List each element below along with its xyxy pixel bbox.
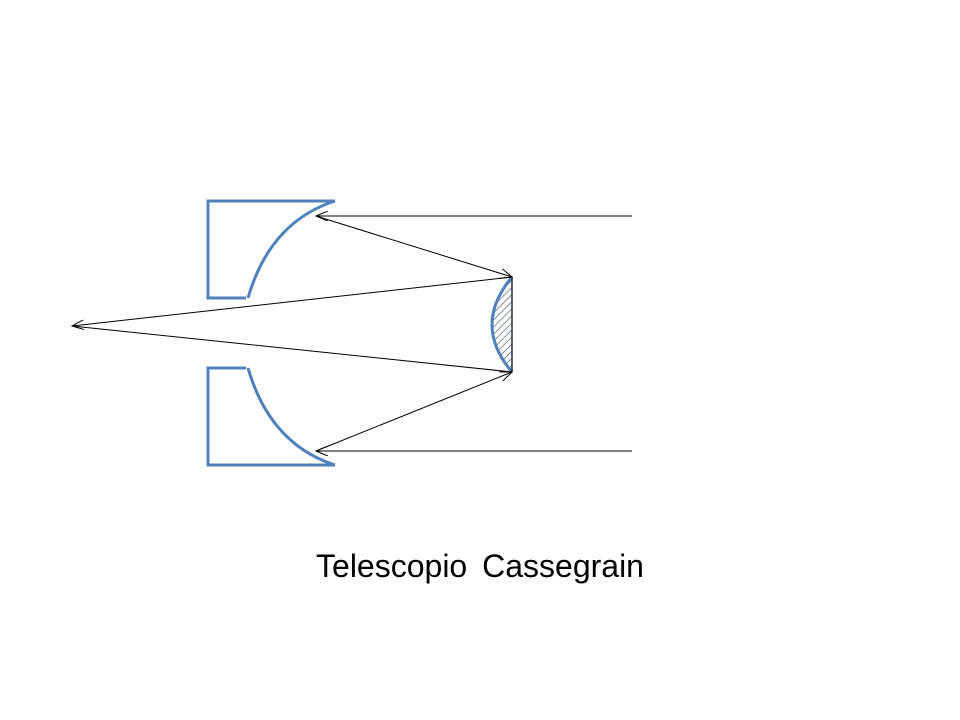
diagram-caption: Telescopio Cassegrain: [316, 548, 644, 584]
focus-ray-bottom: [71, 325, 513, 373]
focus-ray-top: [72, 276, 513, 326]
light-rays: [72, 216, 632, 451]
primary-mirror-lower: [206, 366, 336, 467]
secondary-mirror: [490, 276, 514, 373]
reflected-ray-bottom: [315, 372, 512, 452]
primary-mirror-upper: [206, 199, 336, 300]
reflected-ray-top: [315, 215, 512, 277]
